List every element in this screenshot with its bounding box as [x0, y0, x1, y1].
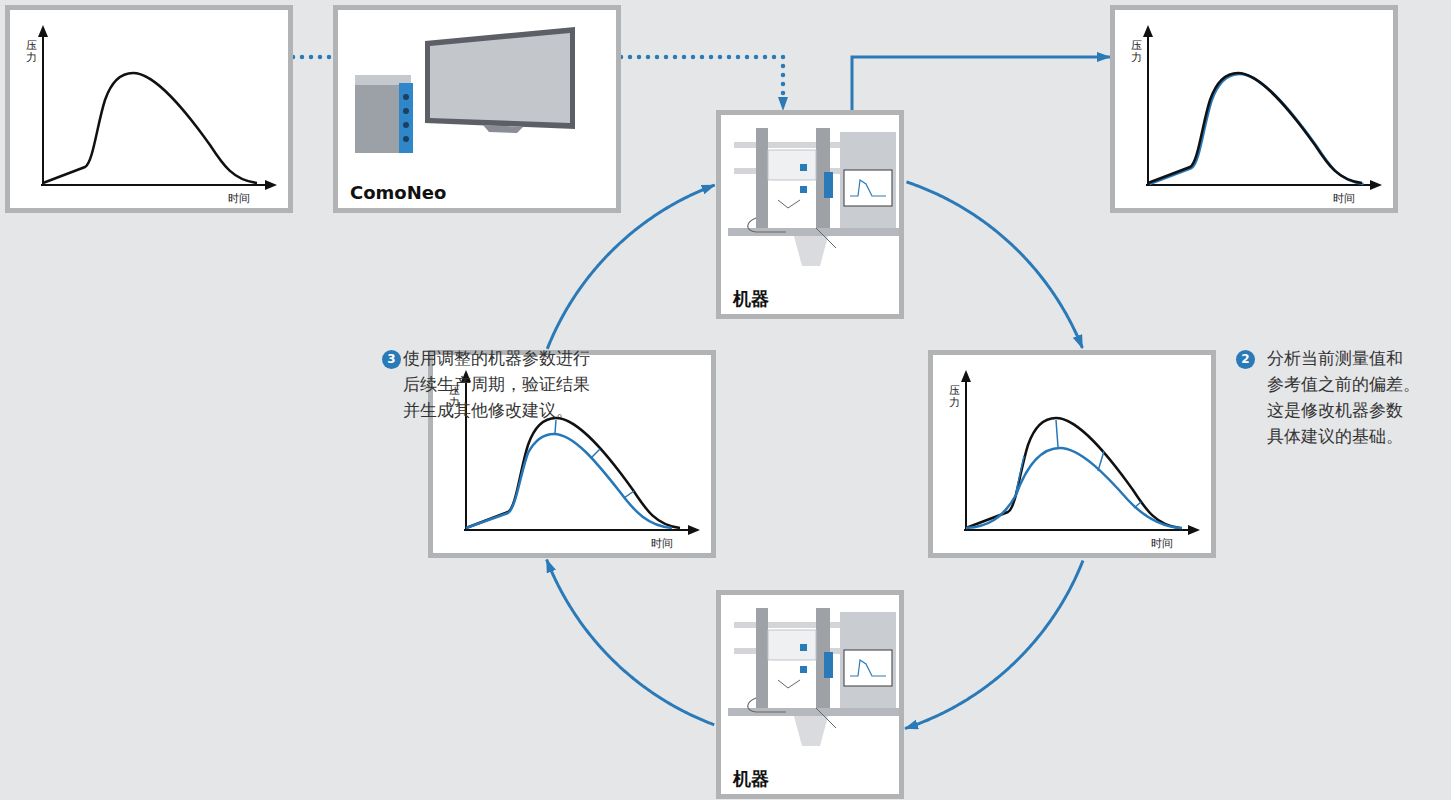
axis-label: 压力	[26, 40, 37, 64]
machine-drawing	[728, 128, 900, 266]
axis-label: 时间	[1151, 538, 1173, 550]
callout-number: 2	[1236, 350, 1255, 369]
pressure-curve	[1143, 25, 1382, 190]
axis-label: 时间	[228, 193, 250, 205]
pressure-curve	[461, 370, 700, 535]
picture-box: 机器	[716, 590, 904, 799]
machine-drawing	[728, 608, 900, 746]
flow-arrow	[906, 182, 1082, 348]
chart-box: 压力时间	[5, 5, 293, 213]
box-title: 机器	[733, 767, 769, 791]
pressure-curve	[38, 25, 277, 190]
comoneo-device	[355, 27, 575, 153]
chart-box: 压力时间	[928, 350, 1216, 558]
callout-text: 分析当前测量值和 参考值之前的偏差。 这是修改机器参数 具体建议的基础。	[1267, 345, 1445, 449]
axis-label: 压力	[949, 385, 960, 409]
flow-arrow	[905, 561, 1083, 729]
picture-box: 机器	[716, 110, 904, 319]
pressure-curve	[961, 370, 1200, 535]
dotted-connector	[293, 55, 333, 60]
box-title: 机器	[733, 287, 769, 311]
chart-box: 压力时间	[1110, 5, 1398, 213]
axis-label: 时间	[651, 538, 673, 550]
box-title: ComoNeo	[350, 182, 446, 203]
flow-arrow	[852, 57, 1110, 110]
callout-number: 3	[382, 350, 401, 369]
picture-box: ComoNeo	[333, 5, 621, 213]
dotted-connector	[621, 57, 783, 110]
axis-label: 时间	[1333, 193, 1355, 205]
axis-label: 压力	[1131, 40, 1142, 64]
flow-arrow	[547, 560, 715, 725]
callout-text: 使用调整的机器参数进行 后续生产周期，验证结果 并生成其他修改建议。	[403, 345, 615, 423]
